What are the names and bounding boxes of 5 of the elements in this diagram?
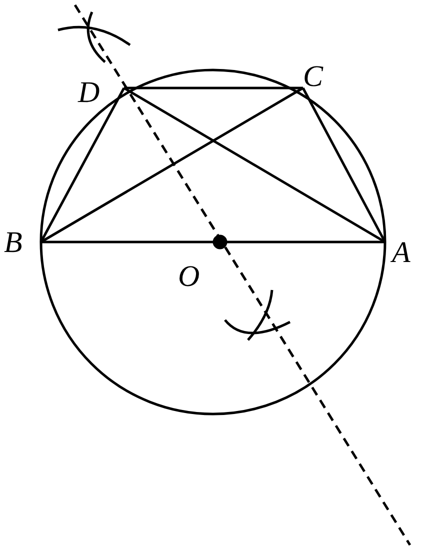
point-label: A	[392, 238, 410, 268]
point-label: C	[303, 62, 324, 92]
point-label: O	[178, 262, 200, 292]
point-label: B	[4, 228, 22, 258]
point-label: D	[78, 78, 100, 108]
